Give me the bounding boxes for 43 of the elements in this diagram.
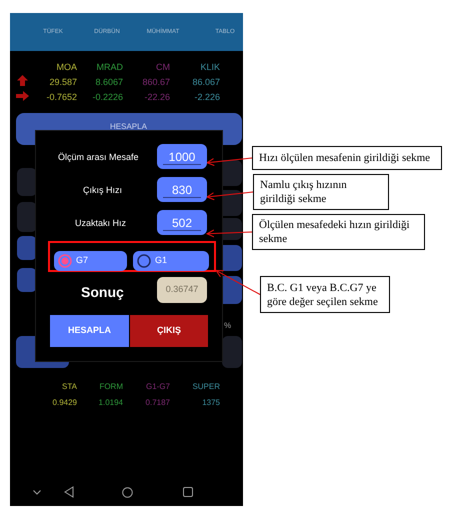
- field-label: Uzaktakı Hız: [75, 217, 126, 230]
- table-value: -22.26: [144, 91, 170, 104]
- field-label: Ölçüm arası Mesafe: [58, 151, 139, 164]
- result-label: Sonuç: [81, 283, 124, 302]
- column-header: FORM: [99, 381, 123, 393]
- input-field: 502: [157, 210, 207, 235]
- column-header: G1-G7: [146, 381, 170, 393]
- table-value: 1.0194: [98, 397, 123, 409]
- table-value: 0.9429: [52, 397, 77, 409]
- column-header: SUPER: [192, 381, 220, 393]
- table-value: -0.2226: [92, 91, 123, 104]
- table-value: -2.226: [194, 91, 220, 104]
- arrow: [206, 158, 252, 166]
- percent-sign: %: [224, 320, 232, 332]
- button-label: HESAPLA: [110, 121, 147, 133]
- table-value: 8.6067: [95, 76, 123, 89]
- result-field: 0.36747: [157, 277, 207, 303]
- callout-box: Namlu çıkış hızının girildiği sekme: [253, 174, 389, 210]
- table-value: 860.67: [142, 76, 170, 89]
- arrow: [206, 229, 252, 238]
- table-value: 29.587: [49, 76, 77, 89]
- column-header: KLIK: [200, 61, 220, 74]
- input-field: 1000: [157, 144, 207, 169]
- table-value: 0.7187: [146, 397, 170, 409]
- column-header: MOA: [56, 61, 77, 74]
- radio-option: G1: [133, 251, 209, 271]
- arrow: [216, 270, 260, 295]
- table-value: 1375: [202, 397, 220, 409]
- table-value: -0.7652: [46, 91, 77, 104]
- arrow: [206, 192, 254, 200]
- highlight-box: [48, 241, 216, 272]
- column-header: CM: [156, 61, 170, 74]
- input-field: 830: [157, 177, 207, 202]
- field-label: Çıkış Hızı: [83, 184, 122, 197]
- column-header: MRAD: [96, 61, 123, 74]
- column-header: STA: [62, 381, 77, 393]
- callout-box: Ölçülen mesafedeki hızın girildiği sekme: [252, 214, 425, 250]
- radio-option: G7: [54, 251, 127, 271]
- exit-button: ÇIKIŞ: [130, 315, 208, 347]
- callout-box: B.C. G1 veya B.C.G7 ye göre değer seçilen sekme: [260, 276, 390, 313]
- callout-box: Hızı ölçülen mesafenin girildiği sekme: [252, 146, 442, 170]
- calculate-button: HESAPLA: [50, 315, 129, 347]
- table-value: 86.067: [192, 76, 220, 89]
